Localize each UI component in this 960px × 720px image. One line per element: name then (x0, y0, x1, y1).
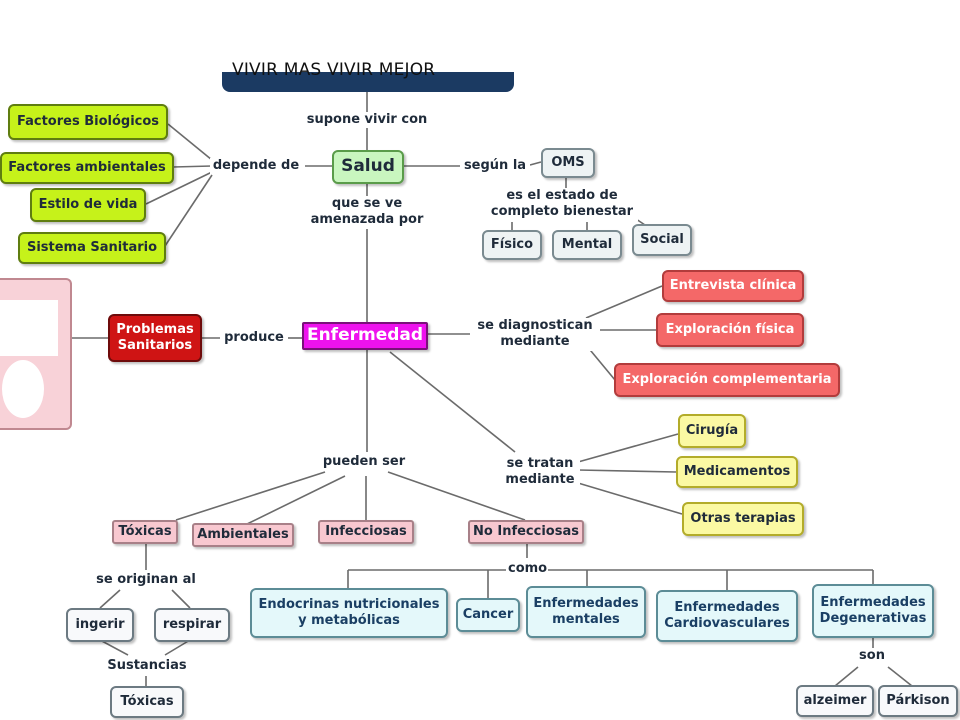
link-pueden-ser: pueden ser (318, 454, 410, 471)
node-entrevista-clinica: Entrevista clínica (662, 270, 804, 302)
link-se-tratan: se tratan mediante (500, 456, 580, 489)
node-enfermedades-cardiovasculares: Enfermedades Cardiovasculares (656, 590, 798, 642)
node-exploracion-complementaria: Exploración complementaria (614, 363, 840, 397)
node-enfermedad: Enfermedad (302, 322, 428, 350)
connector (577, 433, 679, 463)
node-factores-biologicos: Factores Biológicos (8, 104, 168, 140)
connector (887, 666, 913, 687)
link-se-diagnostican: se diagnostican mediante (470, 318, 600, 351)
node-medicamentos: Medicamentos (676, 456, 798, 488)
link-supone-vivir-con: supone vivir con (302, 112, 432, 129)
link-se-originan-al: se originan al (90, 572, 202, 589)
connector (585, 285, 663, 319)
connector (834, 666, 859, 687)
page-title: VIVIR MAS VIVIR MEJOR (232, 60, 436, 80)
side-blank (0, 300, 58, 356)
node-enfermedades-mentales: Enfermedades mentales (526, 586, 646, 638)
node-factores-ambientales: Factores ambientales (0, 152, 174, 184)
connector (529, 161, 542, 166)
node-salud: Salud (332, 150, 404, 184)
connector (167, 123, 213, 161)
side-blank (2, 360, 44, 418)
node-oms: OMS (541, 148, 595, 178)
link-produce: produce (220, 330, 288, 347)
connector (99, 639, 129, 656)
node-sustancias-toxicas: Tóxicas (110, 686, 184, 718)
link-sustancias: Sustancias (104, 658, 190, 675)
node-sistema-sanitario: Sistema Sanitario (18, 232, 166, 264)
link-que-se-ve: que se ve amenazada por (300, 196, 434, 229)
node-respirar: respirar (154, 608, 230, 642)
node-toxicas: Tóxicas (112, 520, 178, 544)
node-no-infecciosas: No Infecciosas (468, 520, 584, 544)
node-alzeimer: alzeimer (796, 685, 874, 717)
connector (171, 589, 191, 609)
connector (244, 475, 346, 526)
connector (577, 469, 677, 473)
node-social: Social (632, 224, 692, 256)
node-parkison: Párkison (878, 685, 958, 717)
connector (389, 351, 516, 453)
connector (145, 171, 213, 205)
connector (175, 471, 326, 521)
link-es-el-estado: es el estado de completo bienestar (486, 188, 638, 221)
node-infecciosas: Infecciosas (318, 520, 414, 544)
node-estilo-de-vida: Estilo de vida (30, 188, 146, 222)
connector (577, 482, 683, 515)
connector (585, 344, 616, 381)
node-enfermedades-degenerativas: Enfermedades Degenerativas (812, 584, 934, 638)
node-ingerir: ingerir (66, 608, 134, 642)
connector (164, 174, 213, 247)
node-fisico: Físico (482, 230, 542, 260)
title-banner (222, 72, 514, 92)
node-problemas-sanitarios: Problemas Sanitarios (108, 314, 202, 362)
connector (387, 471, 526, 521)
node-ambientales: Ambientales (192, 523, 294, 547)
node-endocrinas: Endocrinas nutricionales y metabólicas (250, 588, 448, 638)
connector (172, 165, 213, 168)
node-mental: Mental (552, 230, 622, 260)
link-depende-de: depende de (210, 158, 302, 175)
node-otras-terapias: Otras terapias (682, 502, 804, 536)
link-son: son (852, 648, 892, 665)
node-cancer: Cancer (456, 598, 520, 632)
node-cirugia: Cirugía (678, 414, 746, 448)
connector (164, 639, 191, 656)
link-como: como (506, 561, 548, 578)
connector (99, 589, 121, 609)
node-exploracion-fisica: Exploración física (656, 313, 804, 347)
link-segun-la: según la (460, 158, 530, 175)
